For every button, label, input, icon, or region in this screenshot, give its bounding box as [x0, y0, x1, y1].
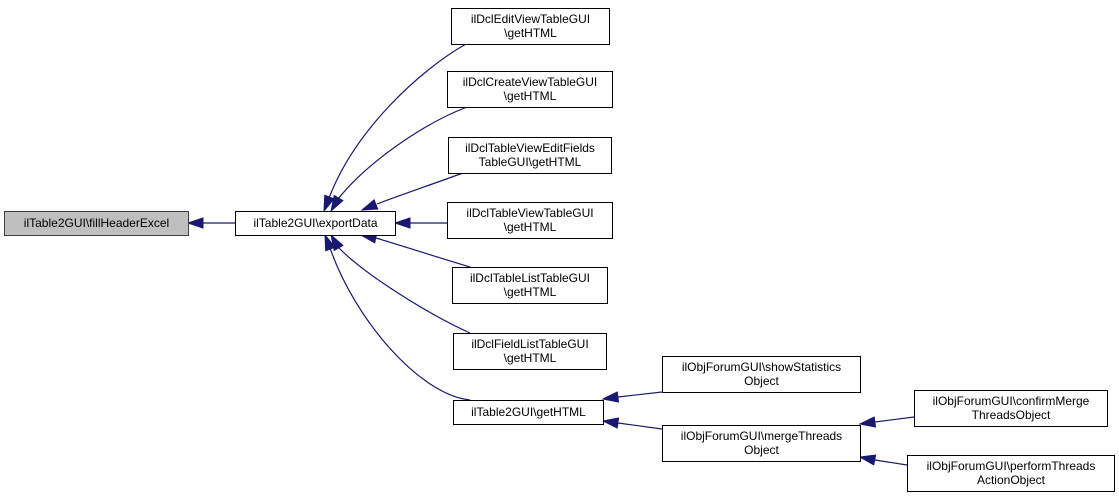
node-label: \getHTML	[504, 285, 557, 299]
node-exportData[interactable]: ilTable2GUI\exportData	[235, 211, 396, 236]
node-label: \getHTML	[504, 220, 557, 234]
arrowhead-icon	[601, 417, 620, 429]
node-label: ilObjForumGUI\mergeThreads	[681, 429, 842, 443]
edge-exportData-to-fillHeaderExcel	[186, 217, 235, 229]
edge-line	[329, 247, 471, 401]
edge-line	[337, 246, 471, 334]
edge-createView-to-exportData	[330, 106, 468, 213]
node-label: ilDclTableViewEditFields	[465, 141, 595, 155]
edge-tableViewEditFields-to-exportData	[360, 172, 464, 211]
edge-performThreads-to-mergeThreads	[858, 454, 908, 466]
arrowhead-icon	[330, 194, 344, 213]
arrowhead-icon	[858, 416, 877, 428]
edge-fieldList-to-exportData	[330, 233, 471, 334]
node-label: ilObjForumGUI\performThreads	[927, 459, 1096, 473]
node-box[interactable]	[447, 202, 613, 239]
node-label: ilDclCreateViewTableGUI	[463, 75, 598, 89]
node-box[interactable]	[453, 333, 607, 370]
node-label: ilTable2GUI\exportData	[253, 216, 377, 230]
node-label: ilTable2GUI\fillHeaderExcel	[24, 216, 169, 230]
edge-mergeThreads-to-getHTML	[601, 417, 663, 430]
node-label: \getHTML	[504, 351, 557, 365]
arrowhead-icon	[360, 198, 379, 211]
edge-getHTML-to-exportData	[324, 233, 471, 401]
arrowhead-icon	[186, 217, 204, 229]
node-label: ilDclTableViewTableGUI	[466, 206, 593, 220]
arrowhead-icon	[601, 391, 620, 403]
node-createView[interactable]: ilDclCreateViewTableGUI\getHTML	[447, 71, 613, 108]
node-box[interactable]	[662, 356, 861, 393]
node-label: \getHTML	[504, 89, 557, 103]
node-box[interactable]	[235, 211, 396, 236]
edge-line	[375, 237, 471, 268]
edge-line	[328, 43, 467, 199]
node-label: Object	[744, 443, 779, 457]
arrowhead-icon	[323, 194, 335, 213]
node-label: TableGUI\getHTML	[479, 155, 582, 169]
arrowhead-icon	[393, 217, 411, 229]
node-box[interactable]	[4, 211, 189, 236]
node-label: ilDclEditViewTableGUI	[471, 12, 590, 26]
node-label: ilObjForumGUI\confirmMerge	[933, 394, 1090, 408]
node-box[interactable]	[447, 71, 613, 108]
node-label: ilObjForumGUI\showStatistics	[682, 360, 841, 374]
node-box[interactable]	[907, 455, 1115, 492]
edge-editView-to-exportData	[323, 43, 467, 213]
node-tableList[interactable]: ilDclTableListTableGUI\getHTML	[452, 267, 608, 304]
node-fillHeaderExcel[interactable]: ilTable2GUI\fillHeaderExcel	[4, 211, 189, 236]
node-box[interactable]	[451, 8, 610, 45]
node-editView[interactable]: ilDclEditViewTableGUI\getHTML	[451, 8, 610, 45]
node-tableView[interactable]: ilDclTableViewTableGUI\getHTML	[447, 202, 613, 239]
node-label: ActionObject	[977, 473, 1046, 487]
arrowhead-icon	[858, 454, 877, 466]
edge-tableView-to-exportData	[393, 217, 447, 229]
node-label: ilDclFieldListTableGUI	[471, 337, 588, 351]
node-label: Object	[744, 374, 779, 388]
edge-line	[337, 106, 468, 200]
edge-line	[376, 172, 464, 205]
node-box[interactable]	[452, 267, 608, 304]
edge-line	[874, 459, 908, 466]
edge-showStatistics-to-getHTML	[601, 391, 663, 403]
node-label: \getHTML	[504, 26, 557, 40]
edge-line	[617, 391, 663, 398]
edge-line	[874, 416, 915, 423]
node-box[interactable]	[662, 425, 861, 462]
node-label: ilTable2GUI\getHTML	[471, 405, 586, 419]
node-box[interactable]	[453, 400, 604, 425]
node-box[interactable]	[448, 137, 612, 174]
node-label: ilDclTableListTableGUI	[470, 271, 590, 285]
nodes-layer: ilTable2GUI\fillHeaderExcel ilTable2GUI\e…	[4, 8, 1115, 492]
node-getHTML[interactable]: ilTable2GUI\getHTML	[453, 400, 604, 425]
arrowhead-icon	[324, 233, 336, 252]
node-box[interactable]	[914, 390, 1108, 427]
edge-confirmMerge-to-mergeThreads	[858, 416, 915, 428]
edge-line	[617, 422, 663, 430]
node-label: ThreadsObject	[972, 408, 1051, 422]
node-fieldList[interactable]: ilDclFieldListTableGUI\getHTML	[453, 333, 607, 370]
